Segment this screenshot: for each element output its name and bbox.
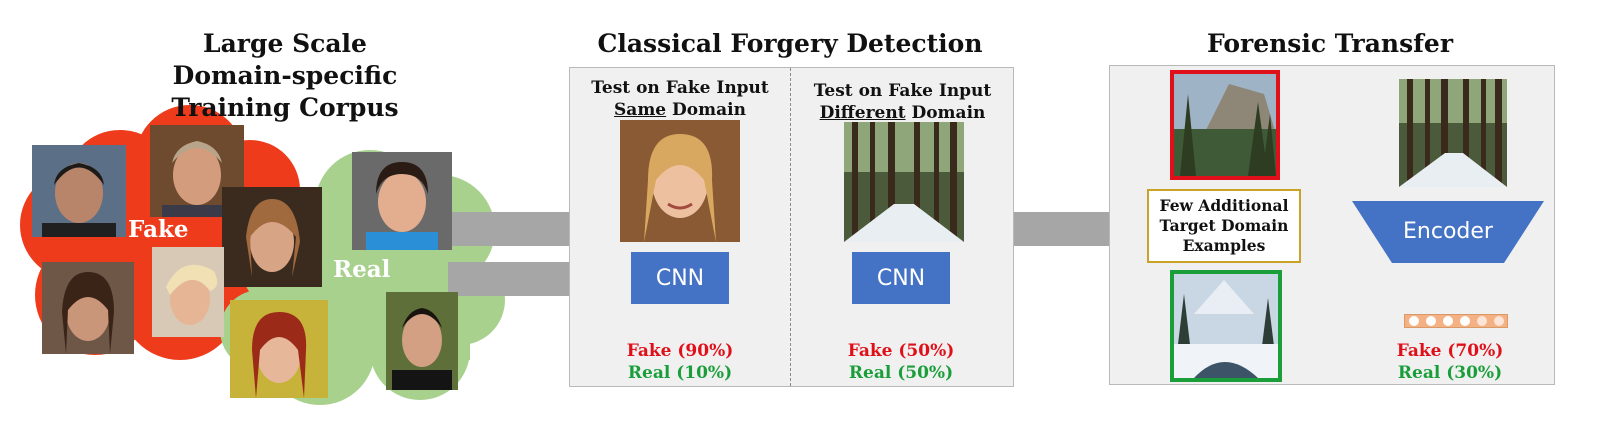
corpus-title-line3: Training Corpus: [171, 93, 399, 122]
panel-divider: [790, 68, 791, 386]
cnn-box-same: CNN: [631, 252, 729, 304]
face-photo-woman-1: [222, 187, 322, 287]
few-line1: Few Additional: [1159, 196, 1289, 215]
different-header-emph: Different: [819, 103, 906, 123]
different-header-rest: Domain: [905, 103, 986, 123]
corpus-title-line1: Large Scale: [203, 29, 367, 58]
same-header-line1: Test on Fake Input: [591, 78, 769, 98]
transfer-fake-result: Fake (70%): [1396, 341, 1504, 361]
encoder-shape: [1352, 201, 1544, 263]
different-header-line2: Different Domain: [800, 102, 1005, 124]
forest-photo-test-different: [844, 122, 964, 242]
different-header-line1: Test on Fake Input: [813, 81, 992, 101]
same-header-rest: Domain: [666, 100, 746, 120]
different-fake-result: Fake (50%): [847, 341, 955, 361]
mountain-forest-photo-red: [1170, 70, 1280, 180]
same-header-emph: Same: [614, 100, 667, 120]
same-header-line2: Same Domain: [580, 99, 780, 121]
face-photo-man-3: [386, 292, 458, 390]
same-domain-header: Test on Fake Input Same Domain: [580, 77, 780, 121]
face-photo-woman-2: [42, 262, 134, 354]
face-photo-test-same: [620, 120, 740, 242]
face-photo-boy: [352, 152, 452, 250]
transfer-real-result: Real (30%): [1397, 363, 1503, 383]
same-real-result: Real (10%): [627, 363, 733, 383]
face-photo-woman-3: [152, 247, 224, 337]
face-photo-man-1: [32, 145, 126, 237]
few-line3: Examples: [1182, 236, 1266, 255]
real-label: Real: [333, 256, 391, 283]
few-line2: Target Domain: [1159, 216, 1289, 235]
classical-title: Classical Forgery Detection: [597, 29, 983, 58]
fake-label: Fake: [128, 216, 189, 243]
different-domain-header: Test on Fake Input Different Domain: [800, 80, 1005, 124]
face-photo-woman-red-hair: [230, 300, 328, 398]
corpus-to-classical-arrows: [448, 212, 620, 312]
snowy-river-photo-green: [1170, 270, 1282, 382]
corpus-title-line2: Domain-specific: [172, 61, 398, 90]
transfer-title: Forensic Transfer: [1206, 29, 1454, 58]
different-real-result: Real (50%): [848, 363, 954, 383]
corpus-title: Large Scale Domain-specific Training Cor…: [150, 28, 420, 124]
encoder-label: Encoder: [1403, 218, 1493, 244]
forest-photo-encoder-input: [1399, 79, 1507, 187]
same-fake-result: Fake (90%): [626, 341, 734, 361]
cnn-box-different: CNN: [852, 252, 950, 304]
latent-vector: [1404, 314, 1508, 328]
few-examples-box: Few Additional Target Domain Examples: [1147, 189, 1301, 263]
